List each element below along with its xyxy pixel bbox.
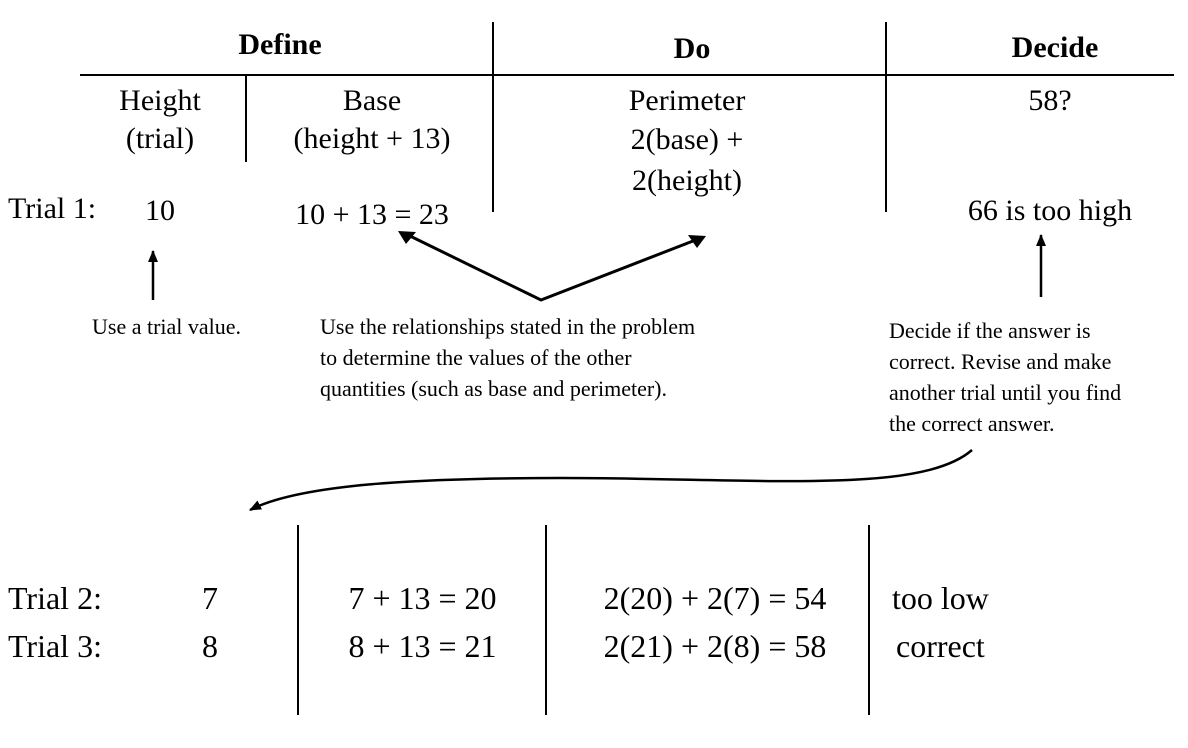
- trial1-label: Trial 1:: [8, 192, 97, 225]
- trial3-label: Trial 3:: [8, 628, 102, 664]
- header-do: Do: [673, 32, 711, 65]
- trial3-height: 8: [202, 628, 218, 664]
- col-perimeter-line3: 2(height): [632, 164, 742, 197]
- trial3-perimeter: 2(21) + 2(8) = 58: [603, 628, 827, 664]
- trial3-base: 8 + 13 = 21: [348, 628, 497, 664]
- col-decide-line1: 58?: [1028, 84, 1072, 117]
- trial2-base: 7 + 13 = 20: [348, 580, 497, 616]
- trial3-decide: correct: [896, 628, 985, 664]
- col-perimeter-line1: Perimeter: [628, 84, 746, 117]
- note-decide-line2: correct. Revise and make: [889, 349, 1112, 374]
- col-base-line1: Base: [342, 84, 402, 117]
- col-height-line2: (trial): [125, 122, 195, 155]
- trial2-perimeter: 2(20) + 2(7) = 54: [603, 580, 827, 616]
- header-define: Define: [238, 28, 322, 61]
- note-relationships-line1: Use the relationships stated in the prob…: [320, 314, 696, 339]
- trial1-decide: 66 is too high: [967, 194, 1133, 227]
- note-decide-line4: the correct answer.: [889, 411, 1055, 436]
- col-base-line2: (height + 13): [293, 122, 451, 155]
- col-height-line1: Height: [119, 84, 201, 117]
- header-decide: Decide: [1011, 31, 1099, 64]
- trial2-height: 7: [202, 580, 218, 616]
- arrow-relationships: [409, 234, 694, 302]
- note-relationships-line2: to determine the values of the other: [320, 345, 632, 370]
- note-trial-value: Use a trial value.: [92, 314, 242, 339]
- trial1-base: 10 + 13 = 23: [295, 198, 449, 231]
- arrow-revise: [249, 449, 973, 512]
- trial1-height: 10: [145, 194, 175, 227]
- note-relationships-line3: quantities (such as base and perimeter).: [320, 376, 667, 401]
- trial2-label: Trial 2:: [8, 580, 102, 616]
- col-perimeter-line2: 2(base) +: [630, 123, 744, 156]
- note-decide-line1: Decide if the answer is: [889, 318, 1091, 343]
- trial2-decide: too low: [892, 580, 989, 616]
- note-decide-line3: another trial until you find: [889, 380, 1122, 405]
